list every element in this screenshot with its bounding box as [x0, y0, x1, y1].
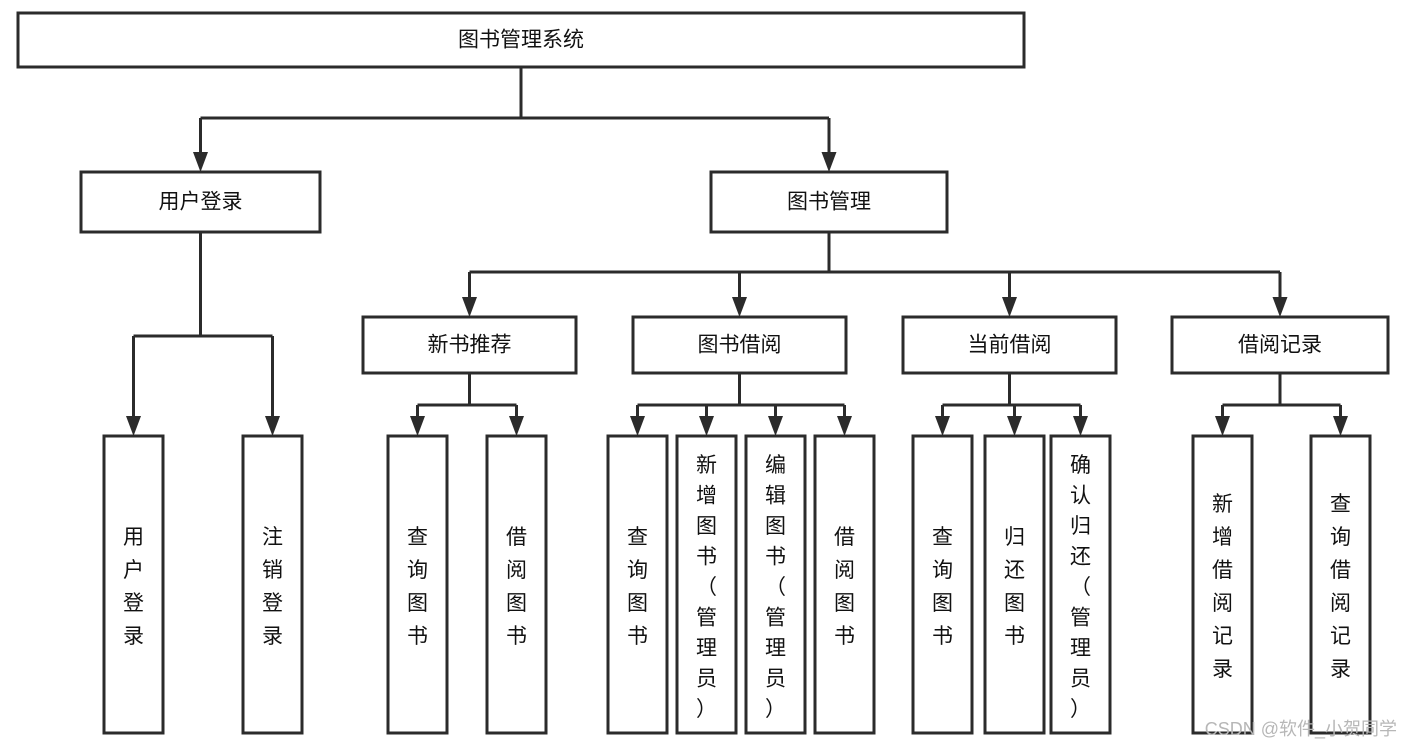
node-label: 查询图书: [407, 526, 428, 648]
arrow-head-icon: [630, 416, 645, 436]
node-box[interactable]: [911, 434, 974, 735]
arrow-head-icon: [768, 416, 783, 436]
node-label: 新增借阅记录: [1212, 493, 1233, 681]
node-box[interactable]: [1191, 434, 1254, 735]
nodes-layer: 图书管理系统用户登录图书管理新书推荐图书借阅当前借阅借阅记录用户登录注销登录查询…: [16, 11, 1390, 735]
node-book-manage[interactable]: 图书管理: [709, 170, 949, 234]
node-box[interactable]: [606, 434, 669, 735]
node-leaf-borrow-book-1[interactable]: 借阅图书: [485, 434, 548, 735]
node-box[interactable]: [485, 434, 548, 735]
node-box[interactable]: [983, 434, 1046, 735]
node-leaf-borrow-book-2[interactable]: 借阅图书: [813, 434, 876, 735]
watermark-text: CSDN @软件_小贺同学: [1204, 719, 1397, 739]
node-box[interactable]: [79, 170, 322, 234]
arrow-head-icon: [509, 416, 524, 436]
node-box[interactable]: [709, 170, 949, 234]
node-leaf-query-book-2[interactable]: 查询图书: [606, 434, 669, 735]
arrow-head-icon: [1007, 416, 1022, 436]
node-leaf-confirm-return[interactable]: 确认归还（管理员）: [1049, 434, 1112, 735]
connector-g-current-borrow: [935, 373, 1088, 436]
node-label: 确认归还（管理员）: [1070, 454, 1091, 721]
node-box[interactable]: [631, 315, 848, 375]
arrow-head-icon: [410, 416, 425, 436]
arrow-head-icon: [1002, 297, 1017, 317]
node-box[interactable]: [744, 434, 807, 735]
node-borrow-record[interactable]: 借阅记录: [1170, 315, 1390, 375]
connector-g-book-borrow: [630, 373, 852, 436]
node-label: 借阅记录: [1238, 334, 1322, 357]
node-current-borrow[interactable]: 当前借阅: [901, 315, 1118, 375]
node-box[interactable]: [386, 434, 449, 735]
node-box[interactable]: [102, 434, 165, 735]
node-box[interactable]: [361, 315, 578, 375]
node-label: 新书推荐: [428, 334, 512, 357]
node-label: 借阅图书: [506, 526, 527, 648]
node-label: 编辑图书（管理员）: [765, 454, 786, 721]
connector-g-root: [193, 67, 837, 172]
arrow-head-icon: [126, 416, 141, 436]
node-box[interactable]: [241, 434, 304, 735]
node-book-borrow[interactable]: 图书借阅: [631, 315, 848, 375]
node-label: 归还图书: [1004, 526, 1025, 648]
node-leaf-query-book-1[interactable]: 查询图书: [386, 434, 449, 735]
node-label: 当前借阅: [968, 334, 1052, 357]
node-box[interactable]: [1170, 315, 1390, 375]
node-user-login[interactable]: 用户登录: [79, 170, 322, 234]
node-box[interactable]: [675, 434, 738, 735]
arrow-head-icon: [699, 416, 714, 436]
node-label: 借阅图书: [834, 526, 855, 648]
node-box[interactable]: [901, 315, 1118, 375]
connector-g-book-manage: [462, 232, 1288, 317]
node-leaf-return-book[interactable]: 归还图书: [983, 434, 1046, 735]
arrow-head-icon: [193, 152, 208, 172]
connector-g-new-book-rec: [410, 373, 524, 436]
node-box[interactable]: [1049, 434, 1112, 735]
arrow-head-icon: [1073, 416, 1088, 436]
node-label: 注销登录: [262, 526, 283, 648]
node-label: 查询借阅记录: [1330, 493, 1351, 681]
node-new-book-rec[interactable]: 新书推荐: [361, 315, 578, 375]
arrow-head-icon: [935, 416, 950, 436]
arrow-head-icon: [265, 416, 280, 436]
connector-g-borrow-record: [1215, 373, 1348, 436]
node-label: 查询图书: [932, 526, 953, 648]
node-leaf-query-book-3[interactable]: 查询图书: [911, 434, 974, 735]
node-leaf-logout[interactable]: 注销登录: [241, 434, 304, 735]
arrow-head-icon: [462, 297, 477, 317]
arrow-head-icon: [837, 416, 852, 436]
node-box[interactable]: [16, 11, 1026, 69]
edges-layer: [126, 67, 1348, 436]
node-box[interactable]: [1309, 434, 1372, 735]
arrow-head-icon: [732, 297, 747, 317]
node-leaf-add-record[interactable]: 新增借阅记录: [1191, 434, 1254, 735]
node-leaf-query-record[interactable]: 查询借阅记录: [1309, 434, 1372, 735]
node-leaf-add-book[interactable]: 新增图书（管理员）: [675, 434, 738, 735]
node-label: 查询图书: [627, 526, 648, 648]
arrow-head-icon: [1272, 297, 1288, 317]
node-label: 用户登录: [159, 191, 243, 214]
node-label: 图书借阅: [698, 334, 782, 357]
node-box[interactable]: [813, 434, 876, 735]
node-leaf-user-login[interactable]: 用户登录: [102, 434, 165, 735]
node-label: 用户登录: [123, 526, 144, 648]
node-label: 图书管理系统: [458, 29, 584, 52]
node-label: 新增图书（管理员）: [696, 454, 717, 721]
node-leaf-edit-book[interactable]: 编辑图书（管理员）: [744, 434, 807, 735]
arrow-head-icon: [1215, 416, 1230, 436]
arrow-head-icon: [821, 152, 837, 172]
node-root[interactable]: 图书管理系统: [16, 11, 1026, 69]
arrow-head-icon: [1333, 416, 1348, 436]
connector-g-user-login: [126, 232, 280, 436]
node-label: 图书管理: [787, 191, 871, 214]
